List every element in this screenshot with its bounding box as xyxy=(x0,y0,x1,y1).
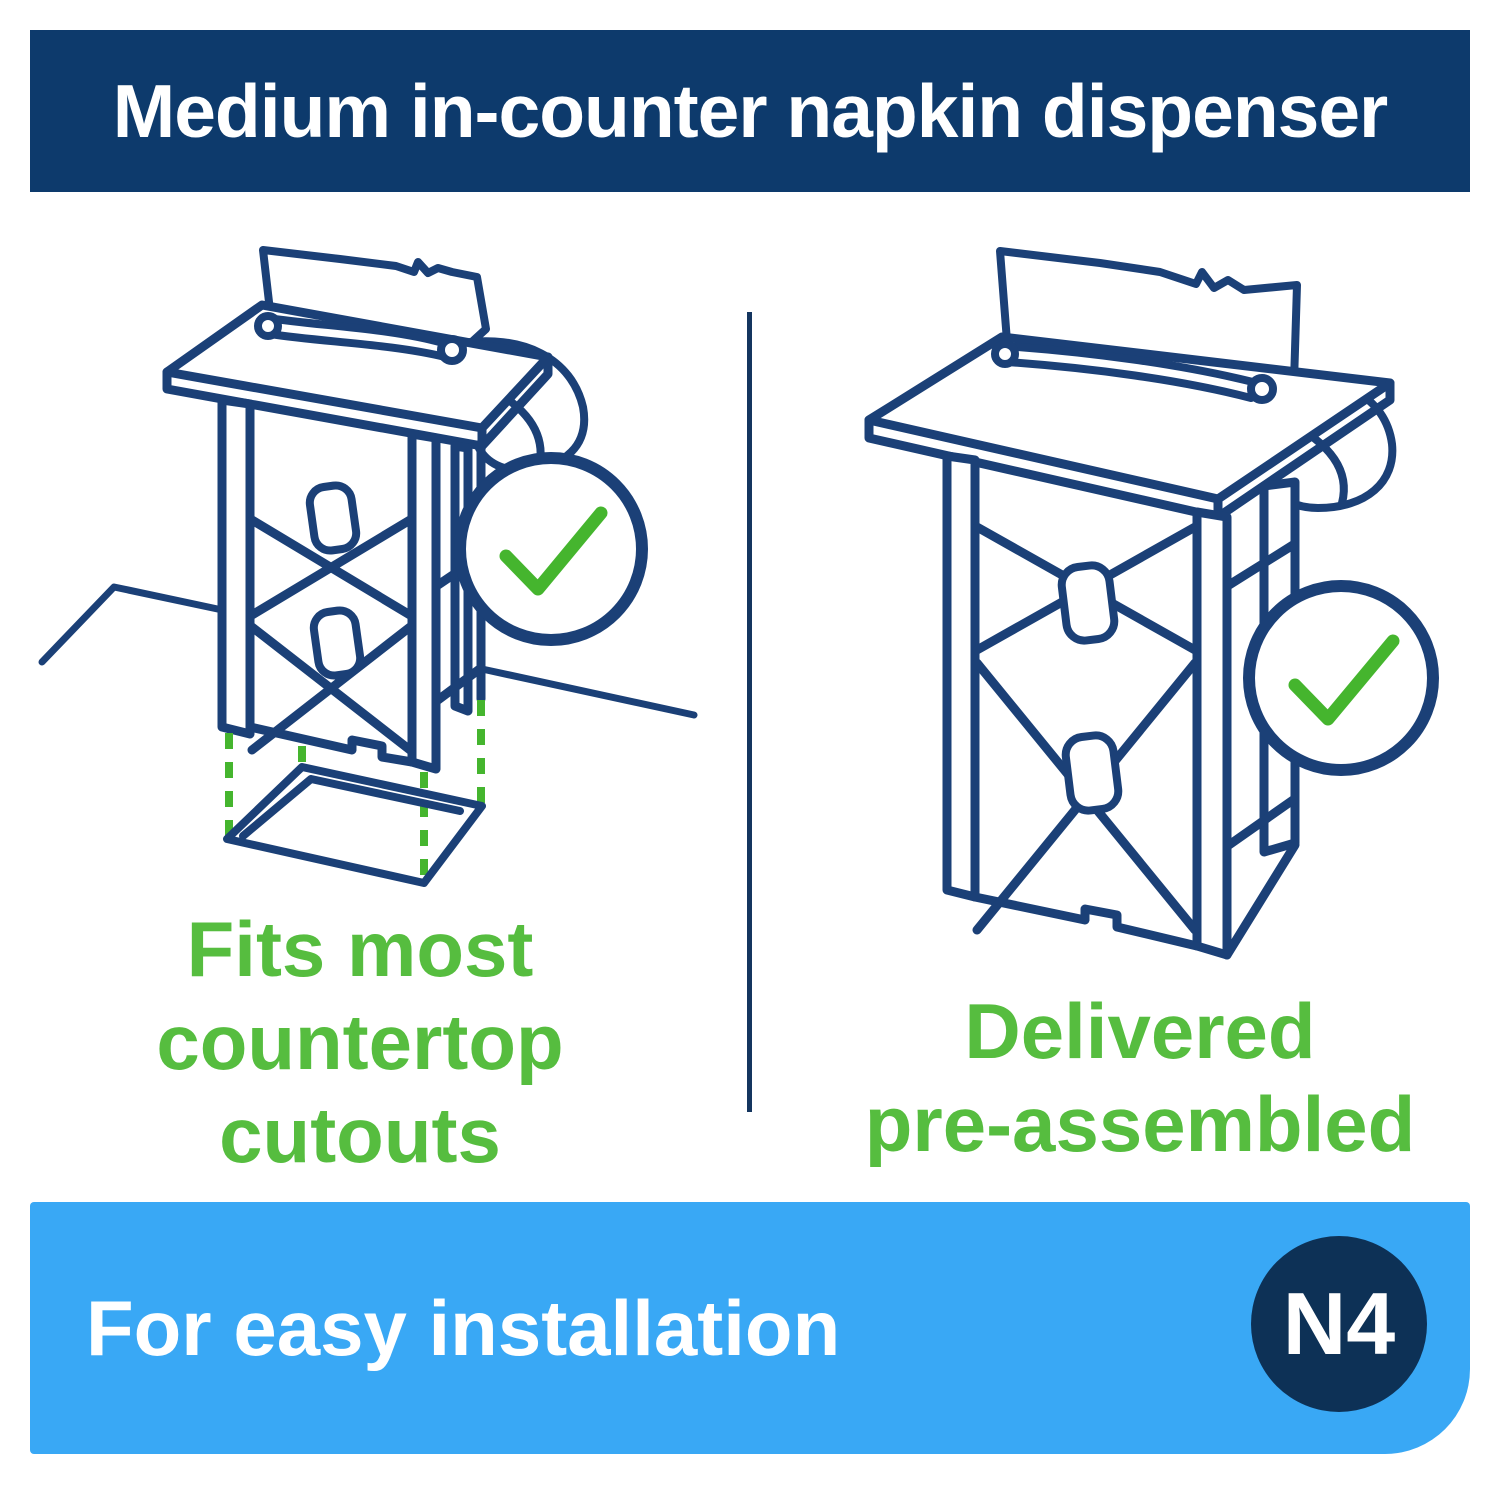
checkmark-icon xyxy=(454,452,648,646)
dispenser-body xyxy=(942,451,1300,960)
dashed-guide-lines xyxy=(225,700,485,881)
n4-badge-label: N4 xyxy=(1282,1274,1396,1373)
n4-system-badge: N4 xyxy=(1251,1236,1427,1412)
page-title: Medium in-counter napkin dispenser xyxy=(112,69,1389,153)
panel-divider xyxy=(747,312,752,1112)
caption-line: Fits most xyxy=(186,905,534,993)
left-caption: Fits most countertop cutouts xyxy=(75,903,645,1182)
caption-line: pre-assembled xyxy=(864,1080,1416,1168)
caption-line: Delivered xyxy=(964,987,1316,1075)
right-dispenser-illustration xyxy=(864,247,1439,960)
dispense-slot xyxy=(254,312,467,365)
caption-line: cutouts xyxy=(219,1091,501,1179)
dispense-slot xyxy=(991,340,1277,404)
left-dispenser-illustration xyxy=(38,246,698,887)
countertop-lines xyxy=(38,583,698,719)
checkmark-icon xyxy=(1243,580,1439,776)
footer-slogan: For easy installation xyxy=(86,1283,841,1372)
header-banner: Medium in-counter napkin dispenser xyxy=(30,30,1470,192)
footer-banner: For easy installation N4 xyxy=(30,1202,1470,1454)
dispenser-body xyxy=(217,395,486,774)
countertop-cutout xyxy=(223,763,486,887)
caption-line: countertop xyxy=(156,998,564,1086)
right-caption: Delivered pre-assembled xyxy=(825,985,1455,1171)
